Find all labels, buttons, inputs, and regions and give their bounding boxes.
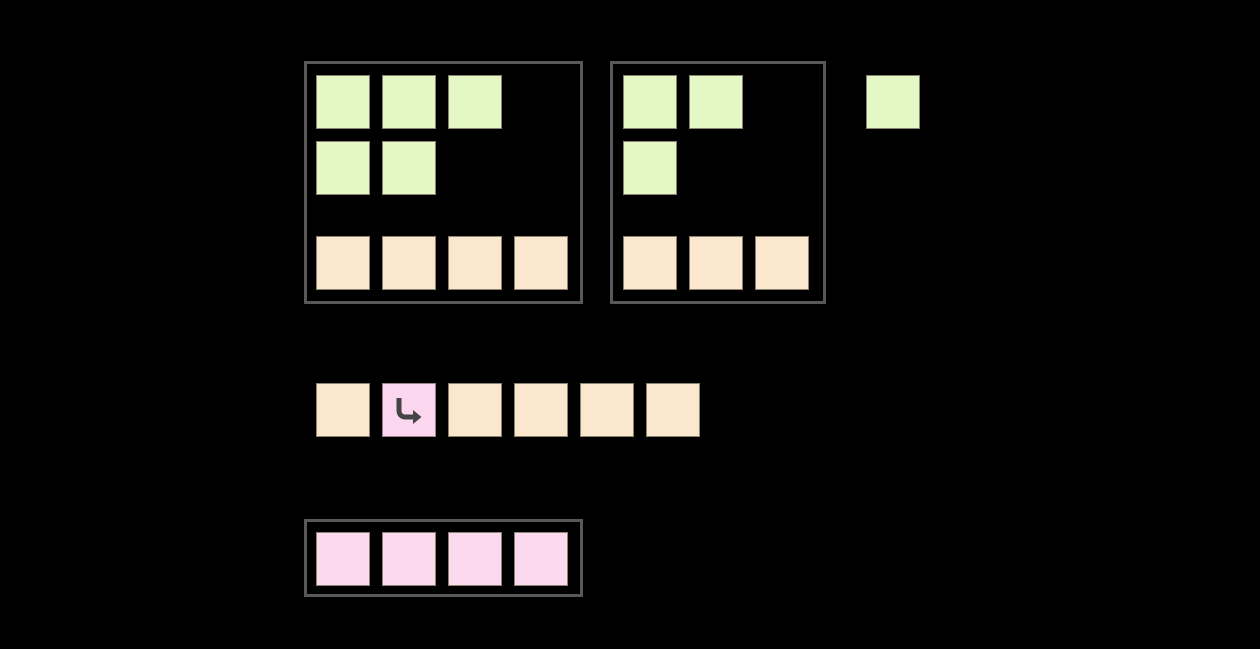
top-right-container-tile-peach-r4c3[interactable]: [755, 236, 809, 290]
middle-peach-row-tile-pink-selected-m2[interactable]: [382, 383, 436, 437]
arrow-turn-down-right-icon: [383, 384, 435, 436]
top-left-container-tile-peach-r4c3[interactable]: [448, 236, 502, 290]
top-right-container-tile-green-r2c1[interactable]: [623, 141, 677, 195]
bottom-container[interactable]: [304, 519, 583, 597]
middle-peach-row-tile-peach-m4[interactable]: [514, 383, 568, 437]
top-right-container-tile-peach-r4c1[interactable]: [623, 236, 677, 290]
bottom-container-tile-pink-b1[interactable]: [316, 532, 370, 586]
middle-peach-row-tile-peach-m1[interactable]: [316, 383, 370, 437]
top-right-container-tile-green-r1c1[interactable]: [623, 75, 677, 129]
top-left-container-tile-peach-r4c1[interactable]: [316, 236, 370, 290]
top-left-container-tile-peach-r4c4[interactable]: [514, 236, 568, 290]
top-left-container-tile-peach-r4c2[interactable]: [382, 236, 436, 290]
top-left-container-tile-green-r2c1[interactable]: [316, 141, 370, 195]
top-left-container-tile-green-r2c2[interactable]: [382, 141, 436, 195]
standalone-green-tile-group-tile-green-standalone[interactable]: [866, 75, 920, 129]
middle-peach-row-tile-peach-m6[interactable]: [646, 383, 700, 437]
top-right-container-tile-peach-r4c2[interactable]: [689, 236, 743, 290]
top-right-container-tile-green-r1c2[interactable]: [689, 75, 743, 129]
top-left-container-tile-green-r1c3[interactable]: [448, 75, 502, 129]
top-left-container-tile-green-r1c1[interactable]: [316, 75, 370, 129]
top-right-container[interactable]: [610, 61, 826, 304]
middle-peach-row-tile-peach-m3[interactable]: [448, 383, 502, 437]
bottom-container-tile-pink-b2[interactable]: [382, 532, 436, 586]
middle-peach-row-tile-peach-m5[interactable]: [580, 383, 634, 437]
top-left-container-tile-green-r1c2[interactable]: [382, 75, 436, 129]
bottom-container-tile-pink-b4[interactable]: [514, 532, 568, 586]
bottom-container-tile-pink-b3[interactable]: [448, 532, 502, 586]
top-left-container[interactable]: [304, 61, 583, 304]
